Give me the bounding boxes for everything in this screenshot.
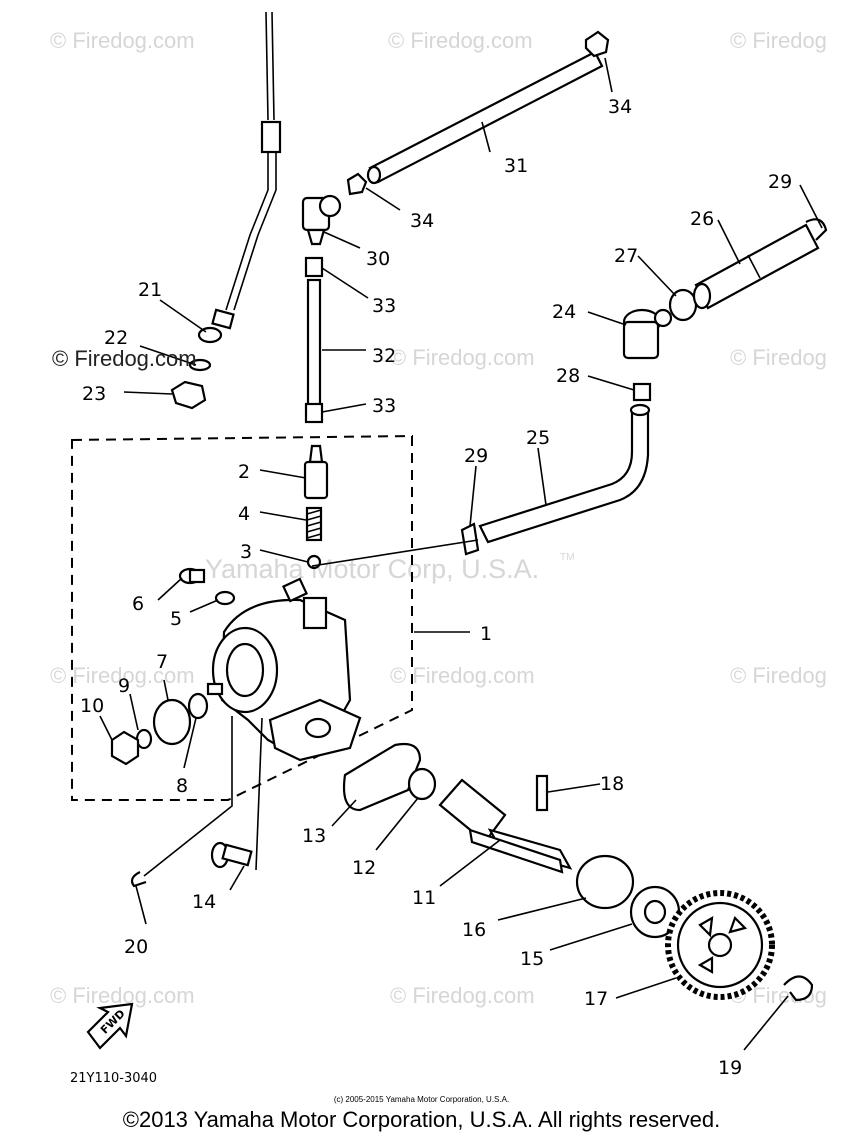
callout-29-right: 29 [768,171,792,193]
clamp-28 [632,382,652,402]
shaft-end [206,682,224,696]
pulley-7 [152,698,192,746]
callout-6: 6 [132,593,144,615]
callout-10: 10 [80,695,104,717]
watermark: © Firedog.com [50,28,195,53]
callout-labels: 1 2 3 4 5 6 7 8 9 10 11 12 13 14 15 16 1… [80,96,792,1079]
callout-21: 21 [138,279,162,301]
hose-25-end [629,403,651,417]
seal-12 [407,767,437,801]
washer-5 [214,590,236,606]
callout-5: 5 [170,608,182,630]
callout-14: 14 [192,891,216,913]
callout-27: 27 [614,245,638,267]
tube-26 [694,223,820,310]
footer-copyright: ©2013 Yamaha Motor Corporation, U.S.A. A… [122,1107,721,1132]
clamp-33-top [304,256,324,278]
bush-16 [575,854,635,910]
leader-lines [99,57,823,1051]
screw-14 [210,841,253,869]
gear-17 [665,890,775,1000]
watermark: © Firedog.com [390,663,535,688]
tm-mark: TM [560,552,574,563]
callout-33-bottom: 33 [372,395,396,417]
callout-1: 1 [480,623,492,645]
spring-4 [305,506,323,542]
nut-10 [110,730,140,766]
callout-18: 18 [600,773,624,795]
callout-15: 15 [520,948,544,970]
screw-6 [178,567,206,585]
clip-29-left [460,522,480,556]
watermark-overlay: © Firedog.com [52,346,197,371]
callout-34-top: 34 [608,96,632,118]
washer-8 [187,692,209,720]
watermark: © Firedog [730,663,827,688]
callout-23: 23 [82,383,106,405]
callout-9: 9 [118,675,130,697]
callout-19: 19 [718,1057,742,1079]
callout-7: 7 [156,651,168,673]
watermark: © Firedog [730,28,827,53]
tube-32 [306,278,322,412]
callout-17: 17 [584,988,608,1010]
pipe-31 [366,50,604,185]
clip-20 [130,871,147,888]
callout-20: 20 [124,936,148,958]
watermark: © Firedog.com [390,345,535,370]
shaft-11 [438,778,573,874]
pin-18 [535,774,549,812]
callout-28: 28 [556,365,580,387]
watermark: © Firedog.com [390,983,535,1008]
fwd-arrow: FWD [86,1002,134,1050]
nut-34-mid [346,172,368,196]
watermark-layer: © Firedog.com © Firedog.com © Firedog © … [50,28,827,1008]
watermark: © Firedog.com [50,983,195,1008]
watermark: © Firedog.com [50,663,195,688]
oil-pump-body [211,577,362,762]
clamp-33-bottom [304,402,324,424]
callout-12: 12 [352,857,376,879]
fitting-2 [303,444,329,500]
callout-29-left: 29 [464,445,488,467]
callout-25: 25 [526,427,550,449]
callout-32: 32 [372,345,396,367]
tube-26-split [747,254,761,279]
diagram-code: 21Y110-3040 [70,1071,157,1086]
callout-22: 22 [104,327,128,349]
callout-11: 11 [412,887,436,909]
callout-30: 30 [366,248,390,270]
callout-16: 16 [462,919,486,941]
banjo-fitting-24 [622,308,673,360]
bearing-15-inner [643,899,667,925]
callout-26: 26 [690,208,714,230]
tube-26-end [692,282,712,310]
callout-8: 8 [176,775,188,797]
footer-small-copyright: (c) 2005-2015 Yamaha Motor Corporation, … [333,1095,510,1104]
callout-24: 24 [552,301,576,323]
watermark: © Firedog [730,345,827,370]
callout-13: 13 [302,825,326,847]
callout-31: 31 [504,155,528,177]
throttle-cable [211,11,282,330]
callout-34-mid: 34 [410,210,434,232]
callout-4: 4 [238,503,250,525]
watermark: © Firedog.com [388,28,533,53]
center-watermark: Yamaha Motor Corp, U.S.A. [205,554,539,584]
callout-33-top: 33 [372,295,396,317]
nut-34-top [584,30,610,58]
hose-25 [478,408,650,544]
callout-2: 2 [238,461,250,483]
callout-3: 3 [240,541,252,563]
circlip-19 [783,975,814,1002]
banjo-fitting-30 [301,194,342,246]
